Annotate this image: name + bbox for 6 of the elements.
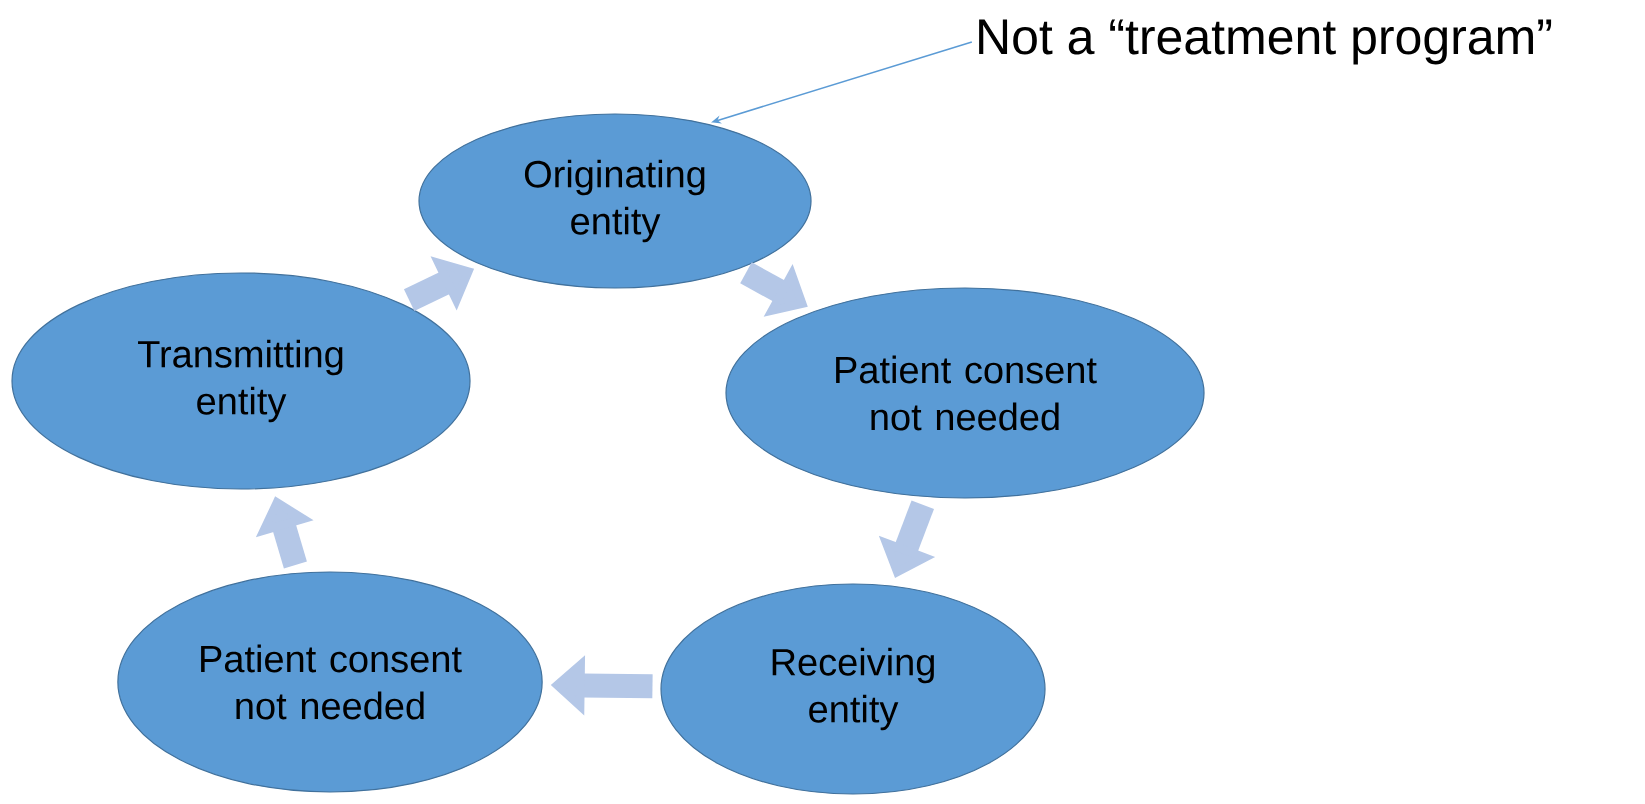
ellipse-node: Originating entity — [418, 113, 812, 289]
ellipse-node: Receiving entity — [660, 583, 1046, 795]
ellipse-node: Patient consent not needed — [117, 571, 543, 793]
ellipse-node: Patient consent not needed — [725, 287, 1205, 499]
ellipse-node: Transmitting entity — [11, 272, 471, 490]
callout-text: Not a “treatment program” — [979, 19, 1552, 65]
